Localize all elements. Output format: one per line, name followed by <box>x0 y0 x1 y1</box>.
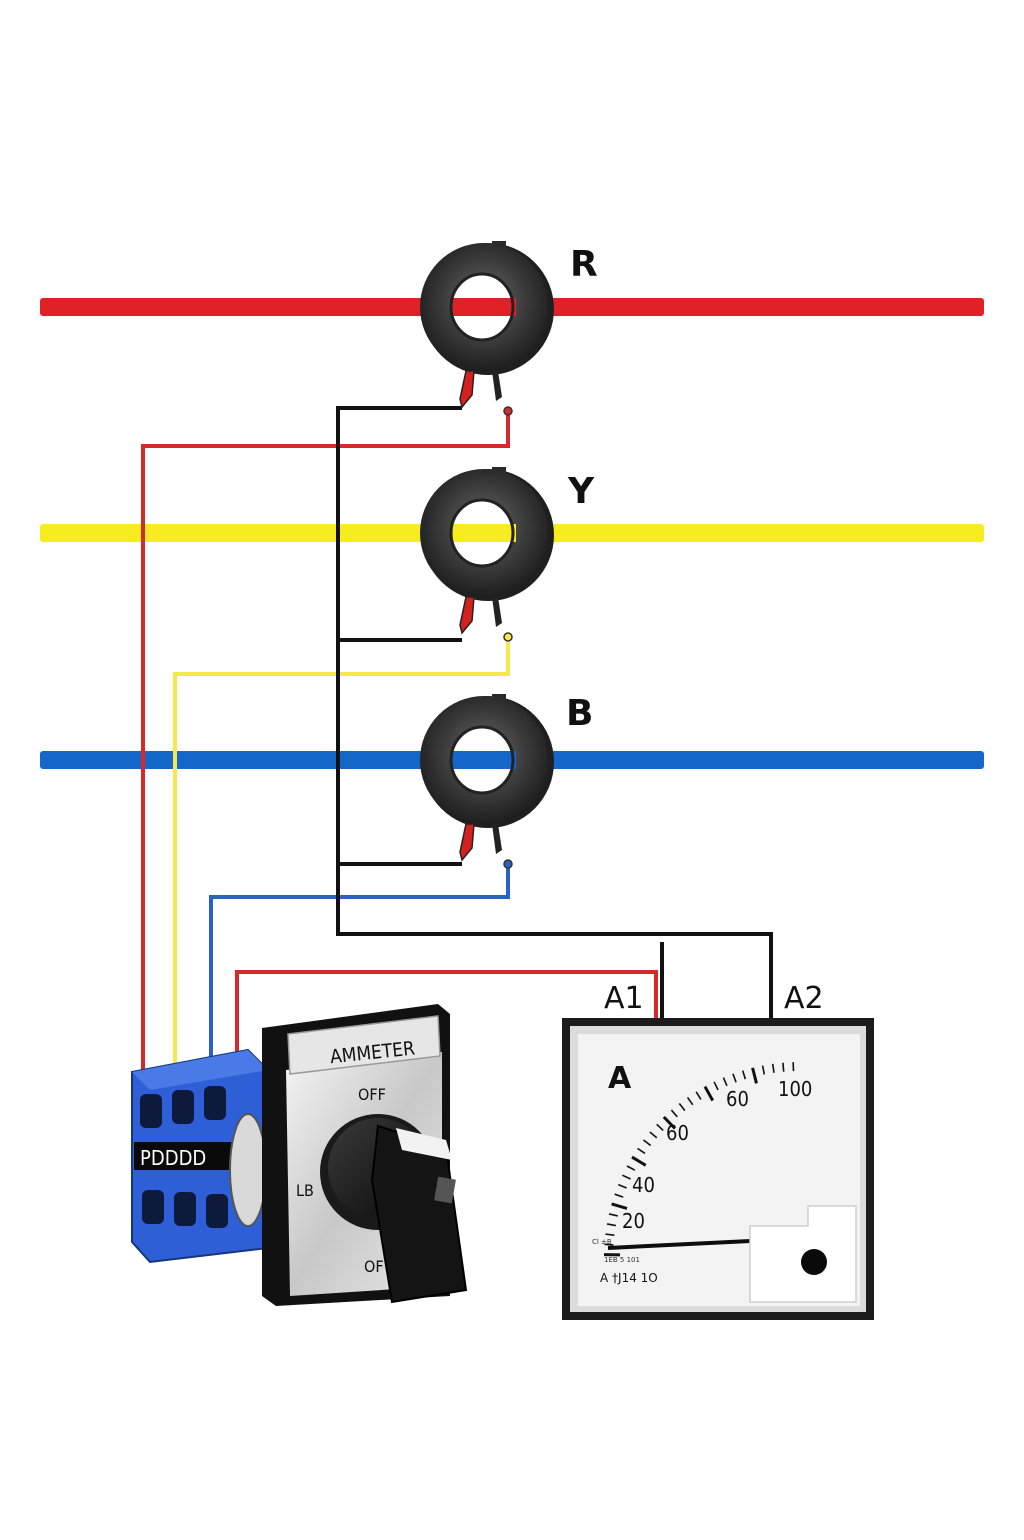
phase-label-b: B <box>566 693 593 734</box>
scale-tick <box>605 1234 614 1235</box>
switch-pos-left: LB <box>296 1181 314 1200</box>
scale-tick <box>783 1063 784 1072</box>
terminal-a1-label: A1 <box>604 981 644 1016</box>
switch-front-plate: AMMETER OFF LB OF <box>262 1004 466 1306</box>
ct-terminal-s2 <box>492 597 502 627</box>
zero-adjust-screw[interactable] <box>801 1249 827 1275</box>
meter-small-print-1: Cl ±B <box>592 1238 612 1246</box>
scale-label-4: 100 <box>778 1077 812 1101</box>
meter-small-print-3: A †J14 1O <box>600 1271 658 1285</box>
terminal-a2-label: A2 <box>784 981 824 1016</box>
phase-label-y: Y <box>567 471 595 512</box>
switch-pos-top: OFF <box>358 1085 386 1104</box>
scale-label-1: 40 <box>632 1173 655 1197</box>
ct-terminal-s1 <box>460 597 474 633</box>
switch-terminal-block: PDDDD <box>132 1050 268 1262</box>
ct-b <box>420 694 554 868</box>
meter-small-print-2: 1EB 5 101 <box>604 1256 640 1264</box>
phase-label-r: R <box>570 244 598 285</box>
ct-terminal-lug <box>504 633 512 641</box>
scale-label-0: 20 <box>622 1209 645 1233</box>
ct-terminal-s2 <box>492 371 502 401</box>
wire-common <box>338 408 771 1018</box>
ct-y <box>420 467 554 641</box>
ammeter-unit: A <box>608 1061 632 1096</box>
ammeter: A1 A2 A 20 40 60 60 100 Cl ±B 1EB 5 101 … <box>562 981 874 1320</box>
switch-pos-bottom: OF <box>364 1257 384 1276</box>
selector-switch: PDDDD AMMETER OFF LB OF <box>132 1004 466 1306</box>
ct-terminal-s2 <box>492 824 502 854</box>
ct-terminal-lug <box>504 860 512 868</box>
ct-conductor <box>452 524 516 542</box>
ct-r <box>420 241 554 415</box>
ct-terminal-lug <box>504 407 512 415</box>
ct-conductor <box>452 298 516 316</box>
scale-label-2: 60 <box>666 1121 689 1145</box>
switch-printed-mark: PDDDD <box>140 1146 206 1170</box>
ct-conductor <box>452 751 516 769</box>
ct-terminal-s1 <box>460 824 474 860</box>
scale-label-3: 60 <box>726 1087 749 1111</box>
ct-terminal-s1 <box>460 371 474 407</box>
